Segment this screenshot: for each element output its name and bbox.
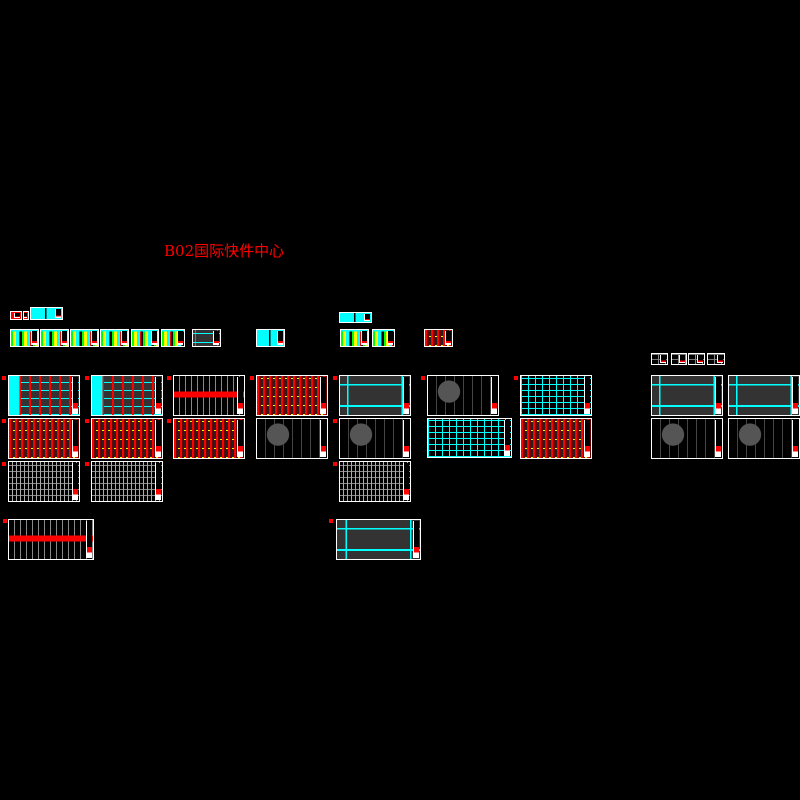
- drawing-sheet[interactable]: [8, 418, 80, 459]
- drawing-sheet[interactable]: [671, 353, 687, 365]
- drawing-sheet[interactable]: [91, 375, 163, 416]
- drawing-sheet[interactable]: [707, 353, 725, 365]
- drawing-sheet[interactable]: [424, 329, 453, 347]
- drawing-sheet[interactable]: [339, 461, 411, 502]
- drawing-sheet[interactable]: [520, 375, 592, 416]
- drawing-sheet[interactable]: [372, 329, 395, 347]
- drawing-sheet[interactable]: [728, 375, 800, 416]
- sheet-marker: [3, 519, 7, 523]
- sheet-marker: [85, 376, 89, 380]
- sheet-marker: [514, 376, 518, 380]
- drawing-title: B02国际快件中心: [164, 242, 285, 260]
- drawing-sheet[interactable]: [173, 418, 245, 459]
- drawing-sheet[interactable]: [192, 329, 221, 347]
- sheet-marker: [85, 419, 89, 423]
- drawing-sheet[interactable]: [161, 329, 185, 347]
- drawing-sheet[interactable]: [256, 329, 285, 347]
- sheet-marker: [421, 376, 425, 380]
- sheet-marker: [167, 419, 171, 423]
- drawing-sheet[interactable]: [173, 375, 245, 416]
- drawing-sheet[interactable]: [23, 311, 29, 320]
- drawing-sheet[interactable]: [688, 353, 705, 365]
- drawing-sheet[interactable]: [651, 353, 668, 365]
- sheet-marker: [85, 462, 89, 466]
- sheet-marker: [250, 376, 254, 380]
- sheet-marker: [329, 519, 333, 523]
- drawing-sheet[interactable]: [10, 329, 39, 347]
- drawing-sheet[interactable]: [651, 375, 723, 416]
- drawing-sheet[interactable]: [336, 519, 421, 560]
- drawing-sheet[interactable]: [256, 375, 328, 416]
- drawing-sheet[interactable]: [91, 418, 163, 459]
- drawing-sheet[interactable]: [40, 329, 69, 347]
- drawing-sheet[interactable]: [8, 375, 80, 416]
- sheet-marker: [167, 376, 171, 380]
- drawing-sheet[interactable]: [427, 375, 499, 416]
- drawing-sheet[interactable]: [256, 418, 328, 459]
- drawing-sheet[interactable]: [8, 519, 94, 560]
- sheet-marker: [2, 419, 6, 423]
- sheet-marker: [2, 462, 6, 466]
- drawing-sheet[interactable]: [339, 312, 372, 323]
- sheet-marker: [2, 376, 6, 380]
- drawing-sheet[interactable]: [30, 307, 63, 320]
- sheet-marker: [333, 462, 337, 466]
- drawing-sheet[interactable]: [520, 418, 592, 459]
- drawing-sheet[interactable]: [70, 329, 99, 347]
- drawing-sheet[interactable]: [131, 329, 159, 347]
- sheet-marker: [333, 376, 337, 380]
- drawing-sheet[interactable]: [339, 418, 411, 459]
- drawing-sheet[interactable]: [91, 461, 163, 502]
- drawing-sheet[interactable]: [8, 461, 80, 502]
- drawing-sheet[interactable]: [339, 375, 411, 416]
- drawing-sheet[interactable]: [340, 329, 369, 347]
- drawing-sheet[interactable]: [728, 418, 800, 459]
- drawing-sheet[interactable]: [427, 418, 512, 458]
- drawing-sheet[interactable]: [651, 418, 723, 459]
- drawing-sheet[interactable]: [10, 311, 22, 320]
- sheet-marker: [333, 419, 337, 423]
- drawing-sheet[interactable]: [100, 329, 129, 347]
